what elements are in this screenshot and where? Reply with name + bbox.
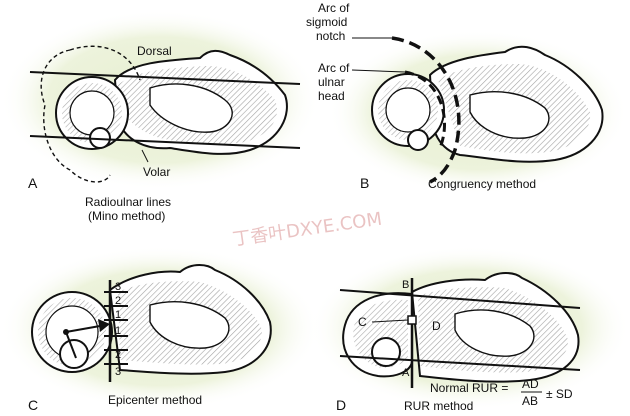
panel-d-point-c: C [358,315,367,329]
panel-d-line-dorsal [339,289,581,309]
panel-d-formula-num: AD [522,377,539,391]
panel-a-dashed-top [69,45,141,81]
panel-b-arc-sigmoid [391,36,461,184]
panel-c-letter: C [28,397,38,413]
panel-c-arrow-head [98,319,110,332]
panel-c-tick-label-3: 1 [115,309,121,321]
panel-a-line-volar [29,135,301,149]
panel-a-dashed-outline [40,49,111,183]
panel-a-letter: A [28,175,38,191]
panel-c: 3 2 1 1 2 3 C Epicenter method [0,246,320,413]
panel-c-tick-label-1: 3 [115,281,121,293]
panel-d-c-leader [371,319,409,323]
panel-d-formula-suffix: ± SD [546,387,573,401]
panel-d-line-volar [339,355,581,371]
panel-a-volar-leader [141,149,149,163]
panel-a: Dorsal Volar A Radioulnar lines (Mino me… [0,10,320,223]
panel-b: Arc of sigmoid notch Arc of ulnar head B… [306,1,628,194]
panel-c-tick-label-4: 1 [115,325,121,337]
panel-c-tick-label-2: 2 [115,295,121,307]
panel-c-center-dot [63,329,69,335]
panel-b-ulnar-leader [351,69,406,73]
panel-a-caption-1: Radioulnar lines [85,195,171,209]
panel-c-radius-inner [149,300,230,349]
panel-b-sigmoid-3: notch [316,29,345,43]
panel-a-radius-inner [149,83,233,133]
panel-a-caption-2: (Mino method) [88,209,165,223]
panel-b-styloid [407,129,429,151]
panel-d-formula-den: AB [522,394,538,408]
panel-b-ulnar-3: head [318,89,345,103]
panel-c-axis-a [65,331,77,359]
panel-d-radius-inner [454,309,535,357]
panel-c-caption: Epicenter method [108,393,202,407]
panel-c-arrow-shaft [65,325,101,333]
panel-b-sigmoid-2: sigmoid [306,15,347,29]
watermark: 丁香叶DXYE.COM [231,209,383,251]
panel-b-ulna-inner [385,87,431,133]
panel-d-styloid [371,337,401,367]
panel-c-tick-label-5: 2 [115,349,121,361]
panel-c-tick-label-6: 3 [115,366,121,378]
panel-d-point-b: B [402,279,409,291]
panel-d-point-marker [407,315,417,325]
panel-a-line-dorsal [29,71,301,85]
panel-b-ulnar-2: ulnar [318,75,345,89]
panel-b-sigmoid-1: Arc of [318,1,350,15]
panel-b-letter: B [360,175,369,191]
panel-b-arc-ulnar [404,70,446,149]
panel-d-point-a: A [402,367,410,379]
panel-b-ulnar-1: Arc of [318,61,350,75]
panel-d-formula-prefix: Normal RUR = [430,381,508,395]
panel-d-caption: RUR method [404,399,473,413]
panel-b-caption: Congruency method [428,177,536,191]
panel-a-volar-label: Volar [143,165,170,179]
panel-d: B A C D D Normal RUR = AD AB ± SD RUR me… [310,246,630,413]
panel-a-ulna-inner [69,90,115,136]
panel-d-letter: D [336,397,346,413]
panel-d-point-d: D [432,319,441,333]
panel-a-dorsal-label: Dorsal [137,44,172,58]
panel-b-radius-inner [469,90,550,139]
